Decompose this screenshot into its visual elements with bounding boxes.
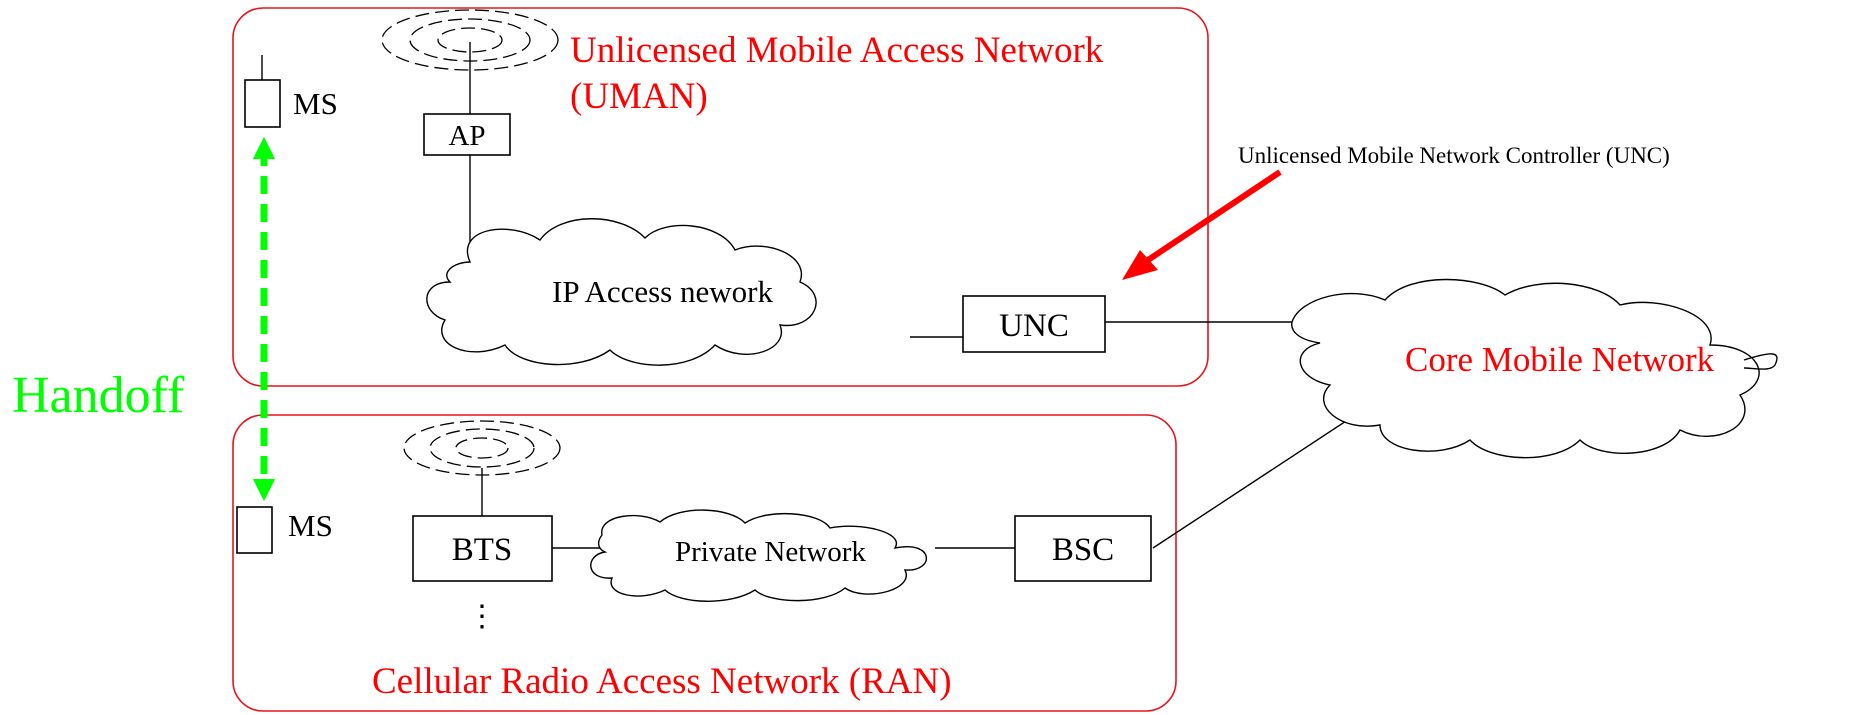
antenna-waves-icon [381,9,559,71]
uman-region [232,7,1209,387]
unc-callout-label: Unlicensed Mobile Network Controller (UN… [1238,143,1670,168]
bts-ellipsis: ⋮ [467,600,497,633]
ms-bottom-device [236,506,273,554]
core-network-label: Core Mobile Network [1405,340,1715,379]
ap-node: AP [423,113,511,156]
ms-bottom-label: MS [288,508,333,543]
unc-node: UNC [962,295,1106,353]
ms-top-label: MS [293,86,338,121]
ran-region [232,414,1177,712]
ip-access-cloud: IP Access nework [426,218,817,366]
unc-label: UNC [999,308,1069,344]
core-network-cloud: Core Mobile Network [1291,278,1778,459]
bsc-label: BSC [1052,532,1114,568]
ran-title: Cellular Radio Access Network (RAN) [372,661,952,702]
uman-title-line1: Unlicensed Mobile Access Network [570,30,1104,71]
bsc-node: BSC [1014,515,1152,582]
bts-node: BTS [412,515,553,582]
handoff-label: Handoff [12,367,185,424]
bsc-to-core-link [1152,401,1376,549]
ms-top-device [244,79,281,128]
private-network-label: Private Network [675,536,866,568]
ip-access-label: IP Access nework [552,274,773,309]
bts-label: BTS [452,532,513,568]
uman-title-line2: (UMAN) [570,76,708,117]
private-network-cloud: Private Network [590,509,928,602]
ap-label: AP [448,120,485,152]
callout-arrow-icon [1122,169,1282,280]
antenna-waves-icon [403,420,561,476]
